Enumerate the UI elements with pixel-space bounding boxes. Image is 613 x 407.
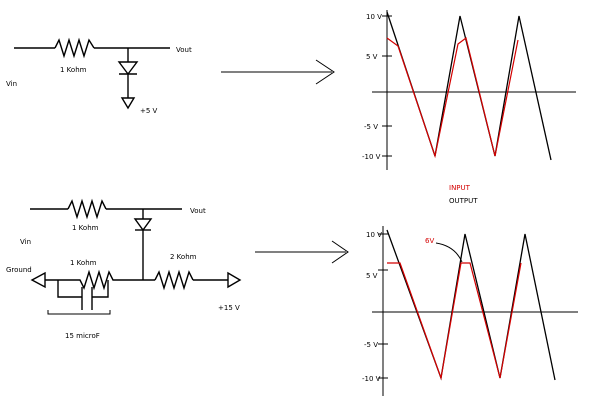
top-supply-arrow [120,97,136,110]
top-vin-label: Vin [6,80,17,88]
top-resistor [54,37,95,59]
graph-bottom-tick-10: 10 V [366,231,382,239]
graph-bottom-annotation: 6V [425,237,434,245]
bottom-supply-arrow [227,271,242,289]
graph-bottom-tick-neg5: -5 V [364,341,378,349]
bottom-resistor-1-label: 1 Kohm [72,224,99,232]
graph-top-tick-neg5: -5 V [364,123,378,131]
bottom-vin-label: Vin [20,238,31,246]
bottom-resistor-3 [154,269,194,291]
top-resistor-label: 1 Kohm [60,66,87,74]
graph-bottom: 10 V 5 V -5 V -10 V 6V [362,226,578,396]
top-diode [117,61,139,76]
arrow-top [221,59,335,85]
bottom-vout-label: Vout [190,207,206,215]
circuit-bottom: 1 Kohm 1 Kohm 2 Kohm Vin Vout Ground 15 … [6,198,242,340]
circuit-top: 1 Kohm Vin Vout +5 V [6,37,192,115]
bottom-ground-label: Ground [6,266,32,274]
graph-bottom-input-trace [387,262,522,381]
bottom-resistor-3-label: 2 Kohm [170,253,197,261]
graph-bottom-output-trace [386,229,556,381]
bottom-diode [133,218,153,232]
bottom-capacitor [81,287,93,310]
graph-bottom-tick-neg10: -10 V [362,375,381,383]
legend-output: OUTPUT [449,197,478,205]
legend-input: INPUT [449,184,471,192]
graph-top-tick-10: 10 V [366,13,382,21]
arrow-bottom [255,240,349,264]
bottom-ground-arrow [30,271,46,289]
graph-bottom-annotation-leader [435,242,463,263]
bottom-resistor-2 [45,269,117,291]
bottom-resistor-2-label: 1 Kohm [70,259,97,267]
graph-top-input-trace [386,36,519,159]
bottom-resistor-1 [67,198,107,220]
top-vout-label: Vout [176,46,192,54]
graph-top-tick-5: 5 V [366,53,378,61]
bottom-capacitor-label: 15 microF [65,332,100,340]
graph-bottom-tick-5: 5 V [366,272,378,280]
legend: INPUT OUTPUT [449,184,478,205]
graph-top-tick-neg10: -10 V [362,153,381,161]
bottom-supply-label: +15 V [218,304,240,312]
graph-top: 10 V 5 V -5 V -10 V [362,10,576,170]
top-supply-label: +5 V [140,107,158,115]
